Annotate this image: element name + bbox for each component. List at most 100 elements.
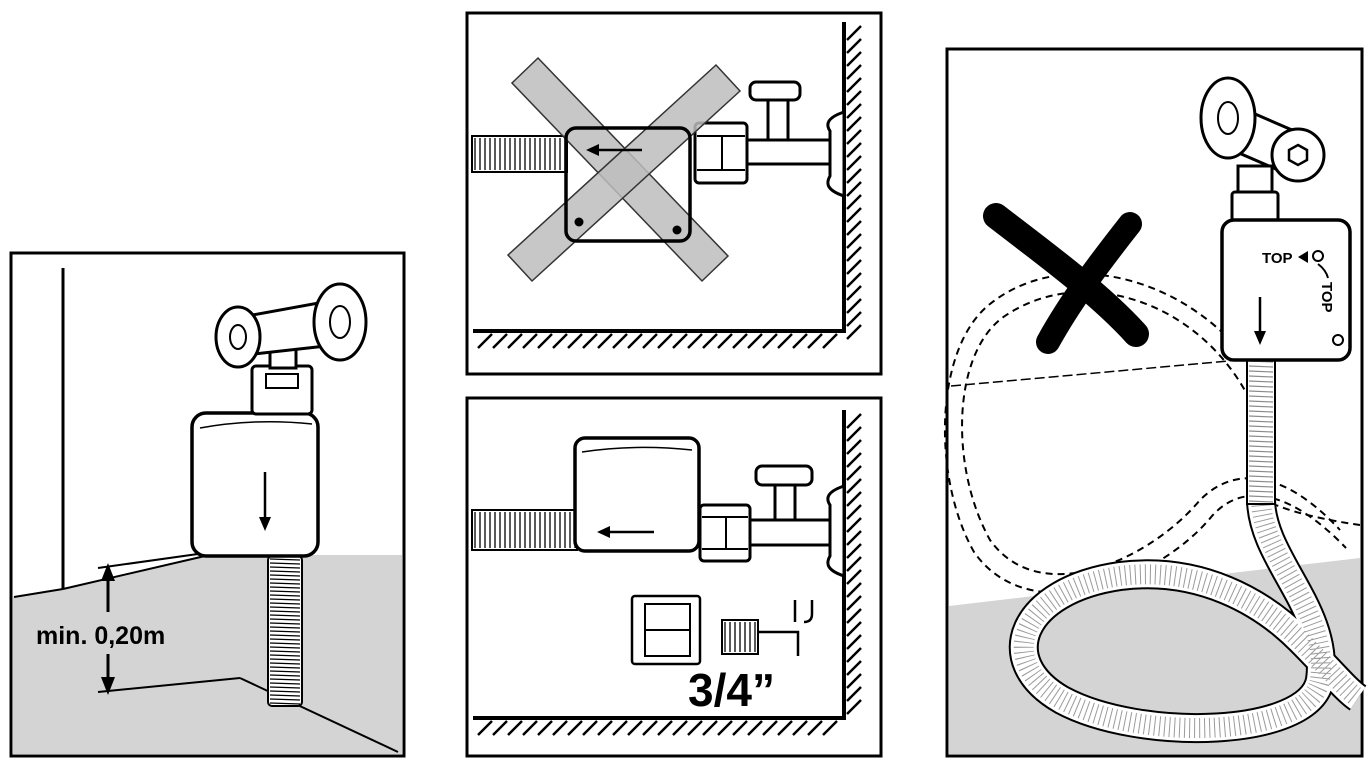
wall-hatch-mark (846, 77, 862, 93)
wall-hatch-mark (846, 90, 862, 106)
hose-rib (269, 598, 301, 601)
wall-hatch-mark (846, 64, 862, 80)
hose-rib (269, 574, 301, 577)
valve-handle-icon (748, 80, 802, 102)
wall-hatch-mark (846, 582, 862, 598)
floor-hatch-mark (702, 720, 718, 736)
hose-rib (1248, 455, 1274, 458)
panel-minimum-height: min. 0,20m (9, 251, 406, 758)
fitting-hook (803, 600, 814, 624)
wall-hatch-mark (846, 491, 862, 507)
wall-hatch-mark (846, 452, 862, 468)
hose-rib (269, 622, 301, 625)
hose-rib (269, 654, 301, 657)
hose-rib (1248, 475, 1274, 478)
floor-hatch-mark (582, 333, 598, 349)
wall-hatch-mark (846, 673, 862, 689)
arrow-head-down-icon (101, 677, 115, 695)
registered-mark-icon (1312, 250, 1324, 262)
floor-area (13, 555, 402, 754)
wall-hatch-mark (846, 103, 862, 119)
device-top-edge (581, 446, 693, 453)
wall-hatch-mark (846, 207, 862, 223)
floor-hatch-mark (747, 333, 763, 349)
measure-bottom-line (97, 677, 241, 693)
floor-hatch-mark (747, 720, 763, 736)
hose-rib (269, 610, 301, 613)
hose-rib (269, 646, 301, 649)
wall-hatch-mark (846, 465, 862, 481)
floor-hatch-mark (717, 333, 733, 349)
threaded-fitting (721, 619, 759, 655)
floor-hatch-mark (777, 720, 793, 736)
drain-hose-horizontal (471, 509, 578, 551)
hose-rib (269, 666, 301, 669)
thread-adapter-parts (630, 594, 814, 666)
floor-hatch-mark (807, 333, 823, 349)
floor-hatch-mark (612, 720, 628, 736)
safety-valve-device (573, 436, 701, 553)
wall-hatch-mark (846, 298, 862, 314)
valve-stem (773, 481, 797, 522)
hose-rib (269, 682, 301, 685)
hose-rib (269, 674, 301, 677)
tap-valve (1199, 76, 1326, 224)
wall-hatch-mark (846, 504, 862, 520)
hose-rib (269, 662, 301, 665)
floor-hatch-mark (762, 720, 778, 736)
floor-hatch-mark (777, 333, 793, 349)
wall-hatch-mark (846, 426, 862, 442)
hose-rib (1248, 465, 1274, 468)
floor-hatch-mark (567, 720, 583, 736)
wall-hatch-mark (846, 168, 862, 184)
valve-pipe (743, 138, 832, 166)
wall-hatch-mark (846, 194, 862, 210)
hose-rib (1248, 425, 1274, 428)
floor-hatch-mark (657, 720, 673, 736)
wall-hatch-mark (846, 439, 862, 455)
wall-hatch-mark (846, 116, 862, 132)
measure-top-line (97, 552, 206, 569)
wall-hatch-mark (846, 233, 862, 249)
floor-hatch-mark (582, 720, 598, 736)
drain-hose-vertical (1246, 357, 1276, 505)
arrow-left-small-icon (1298, 251, 1308, 263)
hose-rib (1248, 405, 1274, 408)
hose-rib (269, 658, 301, 661)
hose-rib (269, 634, 301, 637)
floor-hatch-mark (567, 333, 583, 349)
wall-hatch-mark (846, 413, 862, 429)
hose-rib (269, 670, 301, 673)
floor-hatch-mark (537, 720, 553, 736)
hose-rib (269, 558, 301, 561)
wall-hatch-mark (846, 543, 862, 559)
tap-valve (693, 80, 846, 199)
hose-rib (1248, 495, 1274, 498)
hose-rib (269, 702, 301, 705)
floor-hatch-mark (672, 720, 688, 736)
floor-hatch-mark (822, 333, 838, 349)
hose-rib (269, 698, 301, 701)
hose-rib (1248, 470, 1274, 473)
coupling-nut (1230, 190, 1280, 224)
valve-stem (1236, 164, 1274, 196)
coupling-nut-face (265, 373, 299, 389)
hose-rib (1248, 480, 1274, 483)
hose-rib (269, 614, 301, 617)
hose-rib (1248, 395, 1274, 398)
wall-hatch-mark (846, 686, 862, 702)
flow-arrow-down-icon (259, 517, 271, 531)
floor-hatch-mark (672, 333, 688, 349)
hose-rib (1248, 385, 1274, 388)
hose-rib (1248, 365, 1274, 368)
tap-valve (214, 282, 368, 416)
floor-hatch-mark (657, 333, 673, 349)
safety-valve-device: TOP TOP (1220, 218, 1352, 362)
flow-arrow-left-icon (586, 144, 599, 156)
hose-rib (1248, 410, 1274, 413)
floor-hatch-mark (642, 333, 658, 349)
floor-edge-line (13, 588, 64, 598)
minimum-height-label: min. 0,20m (36, 622, 165, 650)
floor-hatch-mark (792, 720, 808, 736)
hose-rib (1248, 445, 1274, 448)
